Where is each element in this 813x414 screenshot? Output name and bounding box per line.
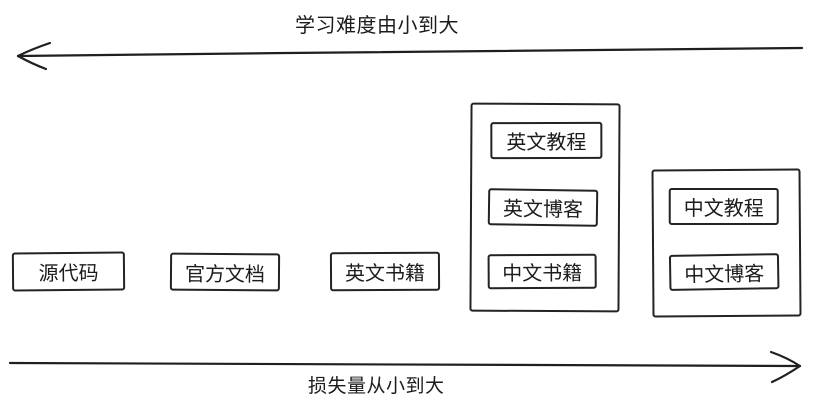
- box-chinese-tutorials: 中文教程: [668, 188, 779, 226]
- group-english-resources: 英文教程 英文博客 中文书籍: [469, 102, 621, 313]
- box-official-docs: 官方文档: [169, 252, 281, 292]
- box-chinese-books-label: 中文书籍: [502, 262, 583, 286]
- box-chinese-blogs: 中文博客: [668, 253, 780, 291]
- box-chinese-books: 中文书籍: [487, 253, 597, 290]
- top-axis-arrow-left-icon: [16, 41, 804, 71]
- box-english-blogs-label: 英文博客: [502, 198, 584, 222]
- group-chinese-resources: 中文教程 中文博客: [651, 168, 802, 318]
- top-axis-label: 学习难度由小到大: [295, 15, 459, 37]
- box-chinese-tutorials-label: 中文教程: [683, 198, 764, 221]
- box-english-tutorials: 英文教程: [490, 121, 603, 160]
- box-chinese-blogs-label: 中文博客: [684, 262, 765, 287]
- box-source-code-label: 源代码: [38, 262, 99, 286]
- box-english-books: 英文书籍: [329, 251, 441, 292]
- box-english-books-label: 英文书籍: [344, 262, 426, 286]
- box-english-tutorials-label: 英文教程: [506, 131, 587, 155]
- box-english-blogs: 英文博客: [487, 188, 599, 227]
- bottom-axis-label: 损失量从小到大: [308, 376, 445, 397]
- box-source-code: 源代码: [11, 251, 126, 292]
- box-official-docs-label: 官方文档: [184, 263, 266, 286]
- bottom-axis-arrow-right-icon: [8, 350, 802, 384]
